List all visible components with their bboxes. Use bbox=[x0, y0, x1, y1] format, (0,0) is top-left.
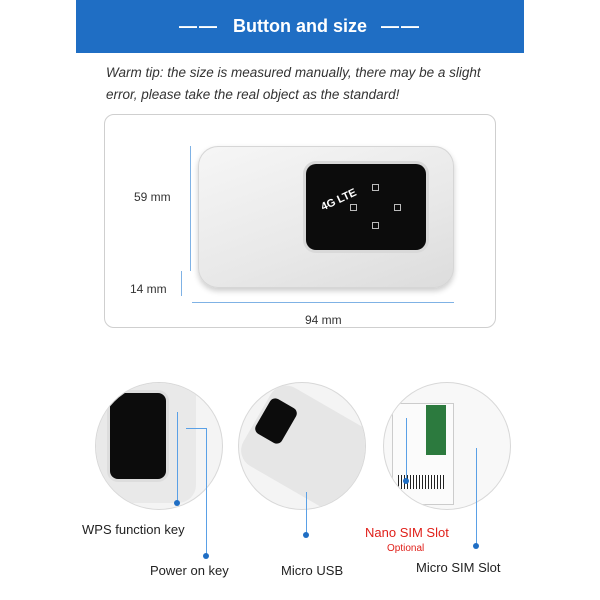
warm-tip: Warm tip: the size is measured manually,… bbox=[106, 62, 526, 106]
micro-leader-dot bbox=[473, 543, 479, 549]
wps-key-label: WPS function key bbox=[82, 522, 185, 537]
width-guide bbox=[192, 302, 454, 303]
sim-slot-tray bbox=[426, 405, 446, 455]
power-key-label: Power on key bbox=[150, 563, 229, 578]
micro-usb-label: Micro USB bbox=[281, 563, 344, 578]
warm-tip-line1: Warm tip: the size is measured manually,… bbox=[106, 65, 481, 80]
wps-leader-dot bbox=[174, 500, 180, 506]
nano-sim-label: Nano SIM Slot bbox=[365, 525, 449, 540]
battery-indicator-icon bbox=[394, 204, 401, 211]
power-leader-dot bbox=[203, 553, 209, 559]
header-title: Button and size bbox=[233, 16, 367, 36]
usb-leader-dot bbox=[303, 532, 309, 538]
closeup-screen bbox=[110, 393, 166, 479]
width-label: 94 mm bbox=[305, 313, 342, 327]
header-bar: —— Button and size —— bbox=[76, 0, 524, 53]
closeup-barcode bbox=[398, 475, 444, 489]
usb-leader-line bbox=[306, 492, 307, 534]
optional-label: Optional bbox=[387, 543, 425, 554]
power-leader-line-h bbox=[186, 428, 206, 429]
sms-indicator-icon bbox=[372, 222, 379, 229]
signal-indicator-icon bbox=[350, 204, 357, 211]
closeup-device-body bbox=[239, 383, 365, 509]
device-illustration: 4G LTE bbox=[198, 146, 454, 288]
header-dash-right: —— bbox=[381, 16, 421, 36]
micro-leader-line bbox=[476, 448, 477, 544]
wps-key-closeup bbox=[96, 383, 222, 509]
nano-leader-dot bbox=[403, 478, 409, 484]
thickness-label: 14 mm bbox=[130, 282, 167, 296]
wps-leader-line bbox=[177, 412, 178, 502]
usb-closeup bbox=[239, 383, 365, 509]
device-screen: 4G LTE bbox=[306, 164, 426, 250]
height-guide bbox=[190, 146, 191, 271]
micro-sim-label: Micro SIM Slot bbox=[416, 560, 501, 575]
height-label: 59 mm bbox=[134, 190, 171, 204]
power-leader-line bbox=[206, 428, 207, 555]
warm-tip-line2: error, please take the real object as th… bbox=[106, 87, 400, 102]
thickness-guide bbox=[181, 271, 182, 296]
header-dash-left: —— bbox=[179, 16, 219, 36]
nano-leader-line bbox=[406, 418, 407, 480]
wifi-indicator-icon bbox=[372, 184, 379, 191]
sim-slot-closeup bbox=[384, 383, 510, 509]
